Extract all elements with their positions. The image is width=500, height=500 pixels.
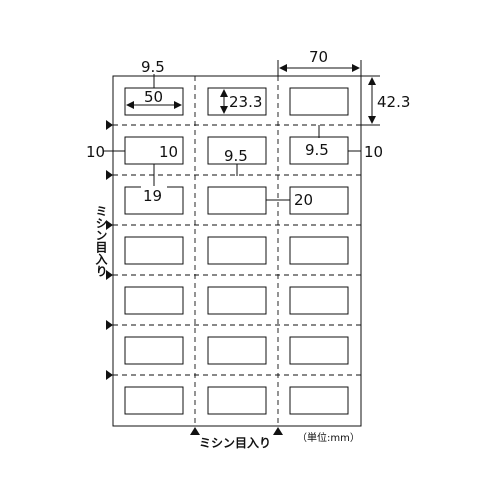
sheet-outline <box>112 75 362 427</box>
dimension-label-height: 23.3 <box>220 89 262 114</box>
dimension-row-pitch: 42.3 <box>361 75 410 126</box>
dimension-right-gap: 9.5 <box>303 125 335 159</box>
label-grid <box>124 87 349 415</box>
triangle-right-icon <box>106 220 113 230</box>
label-cell <box>124 386 184 415</box>
dimension-value: 42.3 <box>377 93 410 111</box>
label-cell <box>289 286 349 315</box>
label-cell <box>207 236 267 265</box>
dimension-value: 50 <box>144 88 163 106</box>
triangle-right-icon <box>106 270 113 280</box>
label-cell <box>124 286 184 315</box>
label-cell <box>289 386 349 415</box>
triangle-right-icon <box>106 320 113 330</box>
dimension-value: 20 <box>294 191 313 209</box>
dimension-label-width: 50 <box>126 88 182 109</box>
dimension-value: 19 <box>143 187 162 205</box>
label-cell <box>207 186 267 215</box>
bottom-perforation-markers <box>190 427 283 435</box>
dimension-value: 9.5 <box>141 58 165 76</box>
dimension-value: 10 <box>364 143 383 161</box>
dimension-inner-gap: 9.5 <box>224 147 248 176</box>
dimension-column-pitch: 70 <box>277 48 362 76</box>
label-cell <box>289 236 349 265</box>
dimension-value: 10 <box>86 143 105 161</box>
vertical-perforations <box>194 76 279 426</box>
dimension-value: 9.5 <box>224 147 248 165</box>
label-cell <box>289 87 349 116</box>
triangle-up-icon <box>190 427 200 435</box>
dimension-value: 10 <box>159 143 178 161</box>
dimension-value: 70 <box>309 48 328 66</box>
label-cell <box>124 236 184 265</box>
left-perforation-markers <box>106 120 113 380</box>
triangle-up-icon <box>273 427 283 435</box>
dimension-side-left: 10 <box>86 143 125 161</box>
perforation-label-bottom: ミシン目入り <box>199 436 271 450</box>
triangle-right-icon <box>106 170 113 180</box>
label-cell <box>124 336 184 365</box>
label-cell <box>207 286 267 315</box>
dimension-inner-left: 10 <box>157 142 181 161</box>
dimension-margin-left: 9.5 <box>141 58 165 88</box>
dimension-value: 9.5 <box>305 141 329 159</box>
dimension-right-offset: 20 <box>266 190 316 209</box>
dimension-value: 23.3 <box>229 93 262 111</box>
triangle-right-icon <box>106 370 113 380</box>
label-cell <box>289 336 349 365</box>
unit-label: （単位:mm） <box>297 431 360 444</box>
label-cell <box>207 336 267 365</box>
triangle-right-icon <box>106 120 113 130</box>
dimension-side-right: 10 <box>348 143 383 161</box>
perforation-label-vertical: ミシン目入り <box>94 205 108 277</box>
label-cell <box>207 386 267 415</box>
label-cell <box>207 87 267 116</box>
dimension-bottom-gap: 19 <box>141 164 167 205</box>
